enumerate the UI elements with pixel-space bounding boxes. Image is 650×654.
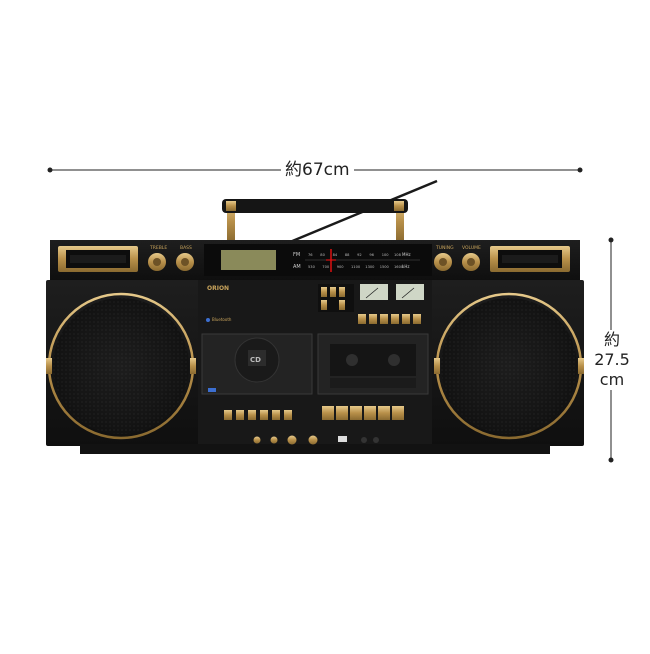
treble-label: TREBLE [149, 245, 167, 251]
tuning-knob[interactable] [434, 253, 452, 271]
dial-frequency-label: 108 [394, 253, 402, 257]
bluetooth-label: Bluetooth [212, 317, 232, 322]
left-speaker [46, 292, 196, 440]
dial-frequency-label: 1600 [394, 265, 404, 269]
height-label-prefix: 約 [603, 330, 620, 349]
dial-frequency-label: 700 [322, 265, 330, 269]
fm-unit: MHz [402, 252, 411, 257]
height-dimension-label: 約 27.5 cm [592, 330, 632, 390]
height-label-value: 27.5 [594, 350, 630, 369]
volume-knob[interactable] [462, 253, 480, 271]
switch-block[interactable] [318, 284, 354, 312]
vu-meter-left [360, 284, 388, 300]
base-strip [80, 444, 550, 454]
cassette-compartment[interactable] [317, 333, 429, 395]
dial-frequency-label: 900 [337, 265, 345, 269]
am-scale: 530 700 900 1100 1300 1500 1600 [308, 265, 404, 269]
carry-handle [222, 199, 408, 242]
am-unit: kHz [402, 264, 409, 269]
dial-frequency-label: 100 [382, 253, 390, 257]
dial-frequency-label: 1500 [380, 265, 390, 269]
left-top-window [58, 246, 138, 272]
am-label: AM [293, 264, 301, 270]
vu-meter-right [396, 284, 424, 300]
volume-label: VOLUME [462, 245, 481, 251]
right-speaker [434, 292, 584, 440]
bass-knob[interactable] [176, 253, 194, 271]
dial-frequency-label: 1300 [365, 265, 375, 269]
dial-frequency-label: 96 [369, 253, 374, 257]
radio-dial: FM AM 76 80 84 88 92 96 100 108 530 700 900 1100 13… [293, 249, 420, 272]
right-top-window [490, 246, 570, 272]
treble-knob[interactable] [148, 253, 166, 271]
bass-label: BASS [180, 245, 192, 251]
dial-frequency-label: 84 [333, 253, 338, 257]
fm-label: FM [293, 252, 300, 258]
tuning-label: TUNING [435, 245, 454, 251]
dial-frequency-label: 92 [357, 253, 362, 257]
function-buttons-row[interactable] [358, 314, 421, 324]
dial-frequency-label: 80 [320, 253, 325, 257]
brand-logo: ORION [207, 285, 229, 292]
dial-frequency-label: 88 [345, 253, 350, 257]
cd-logo: CD [250, 356, 261, 364]
cd-control-buttons[interactable] [224, 410, 292, 420]
bluetooth-icon [206, 318, 210, 322]
height-label-unit: cm [599, 370, 625, 389]
fm-scale: 76 80 84 88 92 96 100 108 [308, 253, 402, 257]
input-jacks[interactable] [253, 435, 380, 445]
dial-frequency-label: 76 [308, 253, 313, 257]
dial-frequency-label: 1100 [351, 265, 361, 269]
dial-frequency-label: 530 [308, 265, 316, 269]
cassette-keys[interactable] [322, 406, 404, 420]
cd-compartment[interactable]: CD [201, 333, 313, 395]
width-dimension-label: 約67cm [281, 162, 354, 179]
